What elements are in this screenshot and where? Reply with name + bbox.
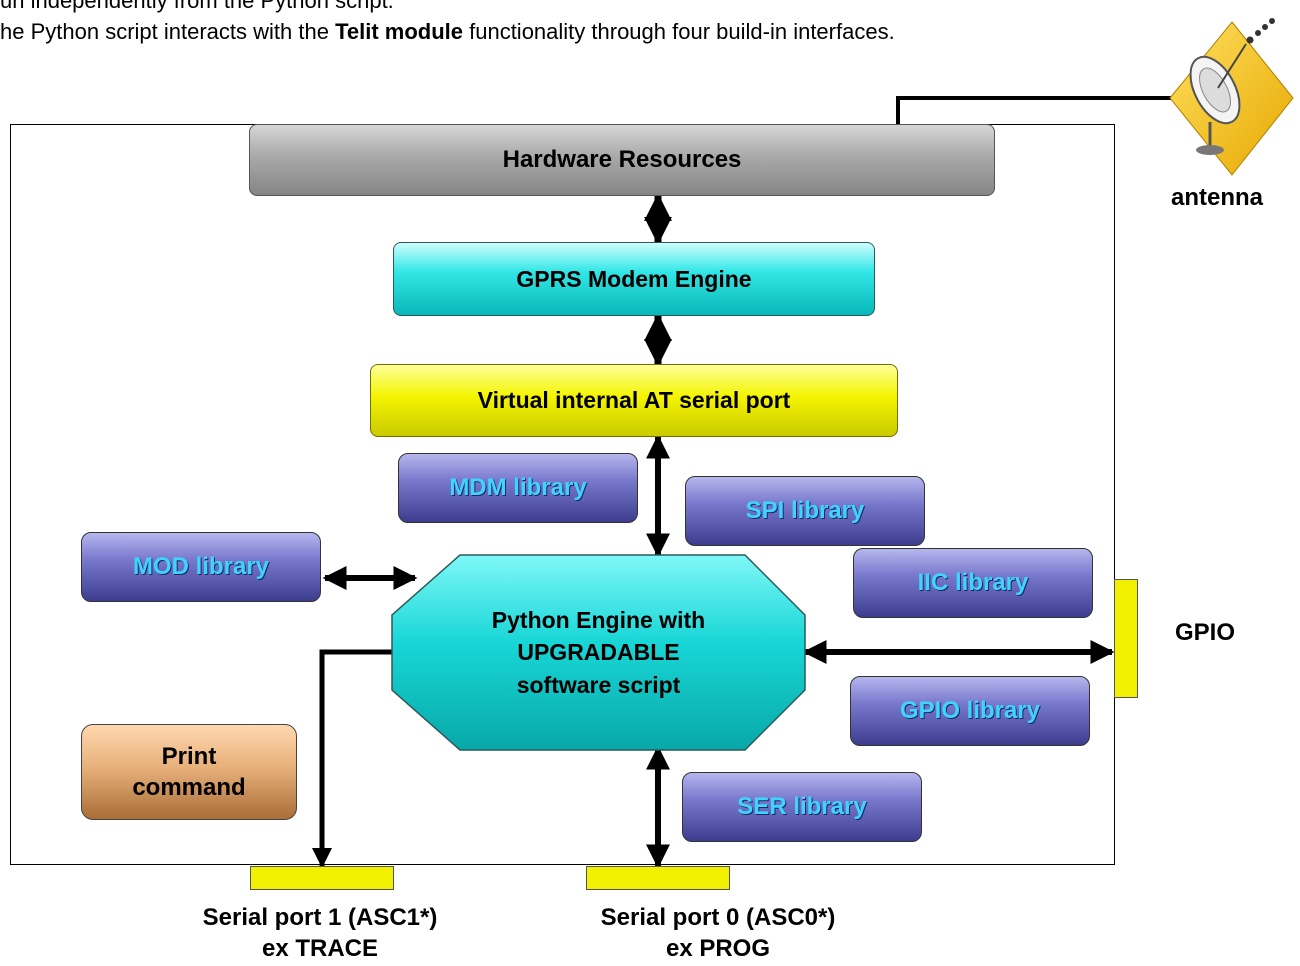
serial-port-0-alias: ex PROG: [665, 935, 771, 963]
print-command-line-2: command: [132, 774, 246, 801]
iic-library-block: IIC library: [853, 548, 1093, 618]
python-engine-line-1: Python Engine with: [491, 607, 706, 634]
gpio-label: GPIO: [1174, 619, 1235, 646]
intro-line-2-start: he Python script interacts with the: [0, 19, 336, 44]
serial-port-1-alias: ex TRACE: [261, 935, 379, 963]
spi-library-block: SPI library: [685, 476, 925, 546]
serial-port-0-connector: [586, 866, 730, 890]
serial-port-1-label: Serial port 1 (ASC1*) ex TRACE: [155, 902, 485, 964]
python-engine-line-3: software script: [516, 671, 681, 698]
hardware-resources-block: Hardware Resources: [249, 124, 995, 196]
ser-library-block: SER library: [682, 772, 922, 842]
mod-library-block: MOD library: [81, 532, 321, 602]
virtual-at-port-block: Virtual internal AT serial port: [370, 364, 898, 437]
python-engine-line-2: UPGRADABLE: [517, 639, 680, 666]
intro-line-2-end: functionality through four build-in inte…: [463, 19, 895, 44]
python-engine-block: Python Engine with UPGRADABLE software s…: [392, 555, 805, 750]
intro-line-2-bold: Telit module: [335, 19, 463, 44]
antenna-icon: [1169, 18, 1294, 176]
arrow-python-serial1: [312, 649, 392, 868]
serial-port-0-name: Serial port 0 (ASC0*): [600, 904, 836, 931]
serial-port-1-connector: [250, 866, 394, 890]
serial-port-1-name: Serial port 1 (ASC1*): [202, 904, 438, 931]
intro-line-2: he Python script interacts with the Teli…: [0, 19, 895, 45]
serial-port-0-label: Serial port 0 (ASC0*) ex PROG: [553, 902, 883, 964]
print-command-line-1: Print: [161, 742, 217, 770]
antenna-cable: [896, 96, 1190, 124]
gprs-modem-engine-block: GPRS Modem Engine: [393, 242, 875, 316]
print-command-block: Print command: [81, 724, 297, 820]
python-engine-shape: [391, 554, 806, 751]
intro-line-1: un independently from the Python script.: [0, 0, 394, 13]
antenna-label: antenna: [1170, 184, 1263, 211]
gpio-port-connector: [1114, 579, 1138, 698]
gpio-library-block: GPIO library: [850, 676, 1090, 746]
mdm-library-block: MDM library: [398, 453, 638, 523]
